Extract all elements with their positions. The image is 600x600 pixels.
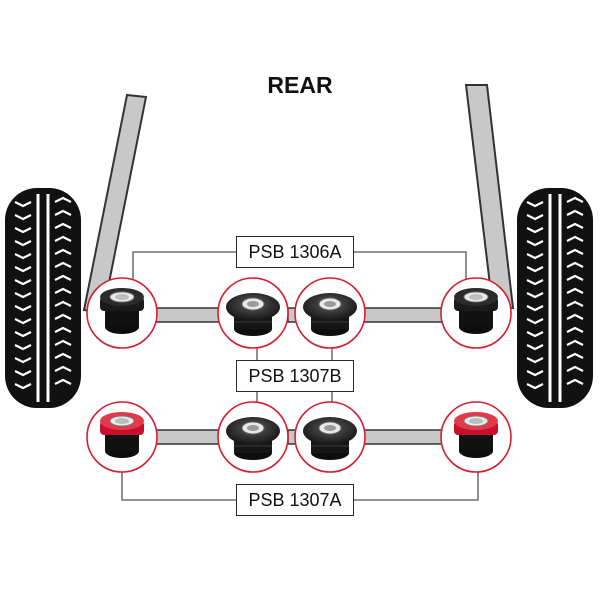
lower-link-right: [355, 429, 453, 445]
bushing-icon-upper-right: [440, 277, 512, 349]
part-label-psb-1307a: PSB 1307A: [236, 484, 354, 516]
bushing-icon-upper-inner-right: [294, 277, 366, 349]
connector-lines: [121, 251, 479, 501]
right-tyre-icon: [515, 186, 595, 410]
bushing-icon-lower-inner-right: [294, 401, 366, 473]
page-title: REAR: [267, 72, 333, 98]
bushing-icon-lower-left: [86, 401, 158, 473]
part-label-psb-1307b: PSB 1307B: [236, 360, 354, 392]
bushing-icon-lower-inner-left: [217, 401, 289, 473]
bushing-icon-upper-left: [86, 277, 158, 349]
bushing-icon-lower-right: [440, 401, 512, 473]
upper-link-right: [354, 307, 456, 323]
bushing-icon-upper-inner-left: [217, 277, 289, 349]
left-tyre-icon: [3, 186, 83, 410]
lower-link-left: [147, 429, 227, 445]
part-label-psb-1306a: PSB 1306A: [236, 236, 354, 268]
right-trailing-arm: [464, 84, 515, 312]
